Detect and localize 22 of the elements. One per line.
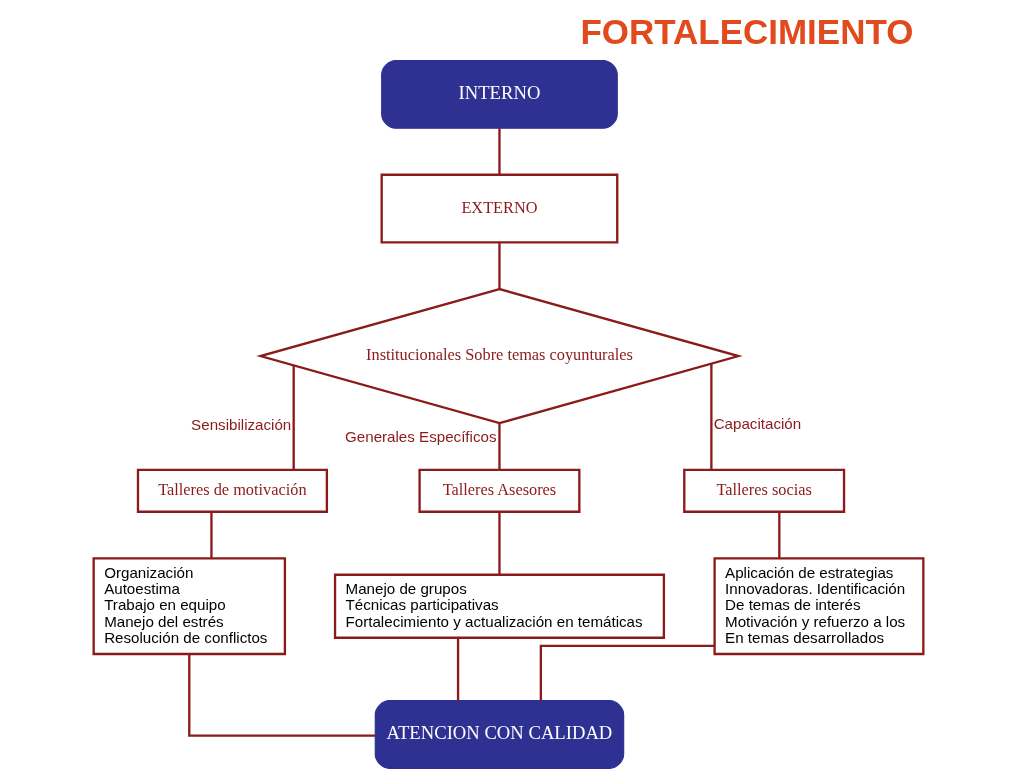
connector: [539, 644, 714, 701]
connector: [187, 654, 375, 737]
connector: [209, 511, 213, 559]
connector: [777, 511, 780, 559]
node-box: Talleres socias: [682, 468, 845, 513]
connector: [292, 365, 295, 470]
node-box: ATENCION CON CALIDAD: [374, 700, 624, 769]
connector: [709, 363, 713, 470]
connector: [456, 637, 459, 701]
node-box: Talleres Asesores: [417, 468, 580, 513]
connector: [497, 128, 501, 175]
node-box: EXTERNO: [380, 173, 618, 244]
edge-label: Generales Específicos: [344, 428, 496, 446]
node-box: Organización Autoestima Trabajo en equipo Manejo del estrés Resolución de conflictos: [92, 557, 286, 656]
node-box: Aplicación de estrategias Innovadoras. Identificación De temas de interés Motivación y refuerzo a los En temas desarrollados: [712, 557, 924, 656]
connector: [497, 511, 501, 575]
node-box: INTERNO: [380, 59, 618, 129]
node-box: Manejo de grupos Técnicas participativas Fortalecimiento y actualización en temáticas: [333, 573, 665, 639]
node-box: Talleres de motivación: [136, 468, 328, 513]
connector: [497, 423, 501, 470]
connector: [497, 242, 501, 289]
diagram-title: FORTALECIMIENTO: [580, 12, 913, 52]
